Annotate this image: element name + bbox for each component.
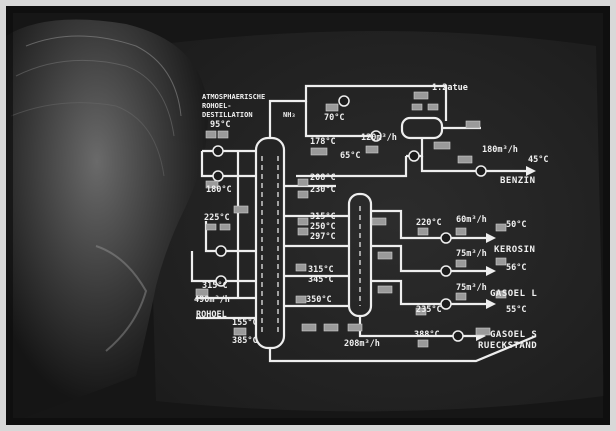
flow-180: 180m³/h	[482, 145, 518, 155]
temp-50: 50°C	[506, 220, 526, 230]
temp-178: 178°C	[310, 137, 336, 147]
temp-65: 65°C	[340, 151, 360, 161]
temp-315b: 315°C	[308, 265, 334, 275]
temp-45: 45°C	[528, 155, 548, 165]
flow-60: 60m³/h	[456, 215, 487, 225]
temp-180: 180°C	[206, 185, 232, 195]
stream-gasoel-l: GASOEL L	[490, 289, 537, 299]
temp-230: 230°C	[310, 185, 336, 195]
benzin-line	[420, 156, 526, 173]
temp-315c: 315°C	[202, 281, 228, 291]
rueckstand-line	[268, 334, 537, 363]
heat-exchangers	[212, 95, 487, 342]
stream-kerosin: KEROSIN	[494, 245, 535, 255]
temp-350: 350°C	[306, 295, 332, 305]
title-line-1: ATMOSPHAERISCHE	[202, 93, 265, 101]
temp-56: 56°C	[506, 263, 526, 273]
temp-208: 208°C	[310, 173, 336, 183]
temp-155: 155°C	[232, 318, 258, 328]
temp-315a: 315°C	[310, 212, 336, 222]
photo-frame: ATMOSPHAERISCHE ROHOEL- DESTILLATION NH₃…	[6, 6, 610, 425]
nh3-label: NH₃	[283, 111, 296, 119]
temp-95: 95°C	[210, 120, 230, 130]
flow-120: 120m³/h	[361, 133, 397, 143]
temp-388: 388°C	[414, 330, 440, 340]
stream-benzin: BENZIN	[500, 176, 536, 186]
temp-250: 250°C	[310, 222, 336, 232]
temp-55: 55°C	[506, 305, 526, 315]
flow-208: 208m³/h	[344, 339, 380, 349]
temp-385: 385°C	[232, 336, 258, 346]
title-line-3: DESTILLATION	[202, 111, 253, 119]
temp-70: 70°C	[324, 113, 344, 123]
top-pressure: 1.2atue	[432, 83, 468, 93]
diagram-labels: ATMOSPHAERISCHE ROHOEL- DESTILLATION NH₃…	[194, 83, 548, 351]
stream-rohoel: ROHOEL	[196, 310, 227, 320]
instrument-tags	[195, 91, 507, 348]
temp-297: 297°C	[310, 232, 336, 242]
temp-225: 225°C	[204, 213, 230, 223]
flow-75a: 75m³/h	[456, 249, 487, 259]
flow-490: 490m³/h	[194, 295, 230, 305]
title-line-2: ROHOEL-	[202, 102, 232, 110]
operator-head-silhouette	[6, 19, 208, 425]
refinery-flow-diagram: ATMOSPHAERISCHE ROHOEL- DESTILLATION NH₃…	[190, 83, 548, 363]
flow-75b: 75m³/h	[456, 283, 487, 293]
stream-rueckstand: RUECKSTAND	[478, 341, 537, 351]
temp-220: 220°C	[416, 218, 442, 228]
temp-345: 345°C	[308, 275, 334, 285]
temp-235: 235°C	[416, 305, 442, 315]
stream-gasoel-s: GASOEL S	[490, 330, 537, 340]
photo-scene: ATMOSPHAERISCHE ROHOEL- DESTILLATION NH₃…	[6, 6, 610, 425]
